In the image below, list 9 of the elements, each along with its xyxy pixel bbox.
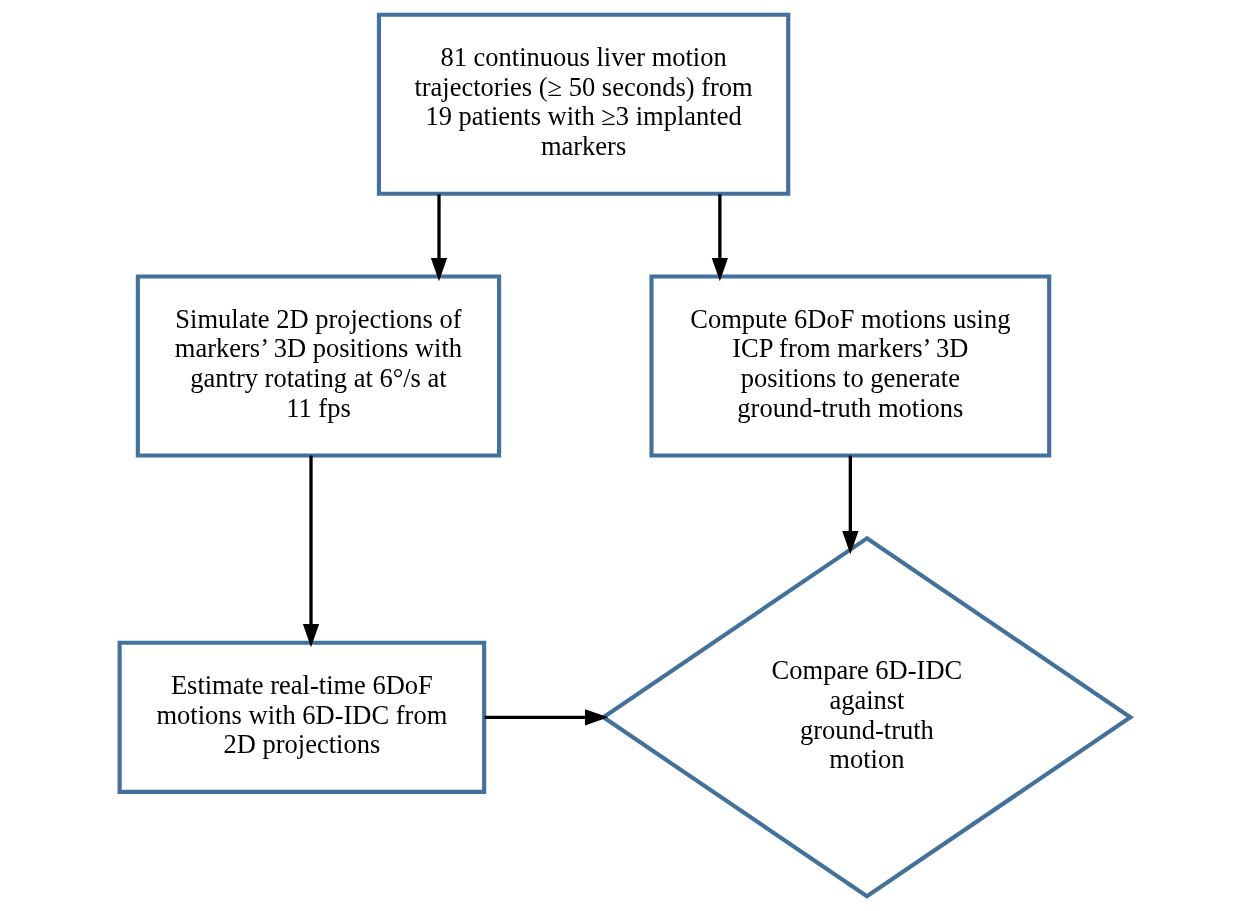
arrow — [711, 194, 728, 282]
arrow — [302, 455, 320, 648]
arrow — [484, 709, 609, 726]
node-box: Compute 6DoF motions using ICP from markers’ 3D positions to generate ground-truth motions — [649, 274, 1052, 458]
node-box: Simulate 2D projections of markers’ 3D positions with gantry rotating at 6°/s at 11 fps — [135, 274, 502, 458]
arrow — [842, 455, 859, 555]
node-box: 81 continuous liver motion trajectories (≥ 50 seconds) from 19 patients with ≥3 implanted markers — [376, 12, 791, 196]
node-box: Estimate real-time 6DoF motions with 6D-IDC from 2D projections — [117, 640, 487, 794]
arrow — [430, 194, 448, 282]
